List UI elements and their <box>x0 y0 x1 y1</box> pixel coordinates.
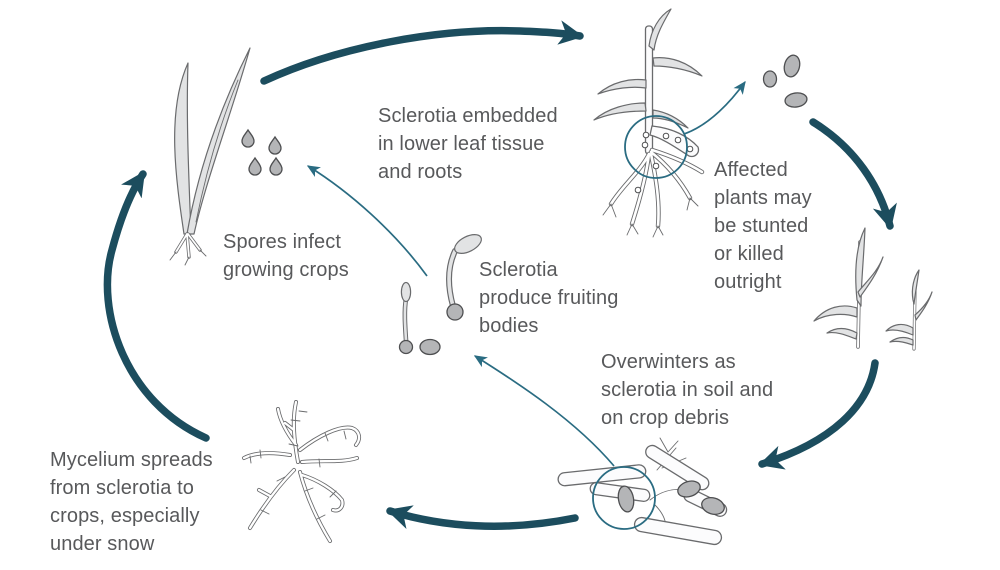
cycle-arrow-right-lower-icon <box>758 359 879 470</box>
infected-seedling <box>593 8 705 238</box>
fruiting-to-spores-arrow-icon <box>306 165 428 277</box>
spores-infect-label: Spores infect growing crops <box>223 231 349 281</box>
sclerotia-fruiting-label: Sclerotia produce fruiting bodies <box>479 259 619 337</box>
mycelium-spreads-label: Mycelium spreads from sclerotia to crops… <box>50 449 213 555</box>
cycle-arrow-top-icon <box>260 20 584 85</box>
stunted-plants <box>813 227 933 351</box>
healthy-crop-plant <box>169 47 251 266</box>
seedling-highlight-circle-icon <box>624 115 688 179</box>
crop-debris-with-sclerotia <box>557 437 728 546</box>
affected-plants-label: Affected plants may be stunted or killed… <box>714 159 812 293</box>
seedling-to-sclerotia-arrow-icon <box>683 80 746 135</box>
mycelium-septa <box>249 410 347 520</box>
debris-to-fruiting-arrow-icon <box>473 355 615 467</box>
spore-drops-icon <box>241 128 283 176</box>
cycle-arrow-right-upper-icon <box>809 118 897 230</box>
overwinters-label: Overwinters as sclerotia in soil and on … <box>601 351 774 429</box>
debris-highlight-circle-icon <box>592 466 656 530</box>
sclerotia-embedded-label: Sclerotia embedded in lower leaf tissue … <box>378 105 558 183</box>
fruiting-bodies <box>398 234 482 356</box>
mycelium <box>242 400 362 543</box>
cycle-arrow-bottom-icon <box>386 505 579 530</box>
sclerotia-cluster-icon <box>762 54 808 108</box>
cycle-arrow-left-icon <box>103 170 210 442</box>
